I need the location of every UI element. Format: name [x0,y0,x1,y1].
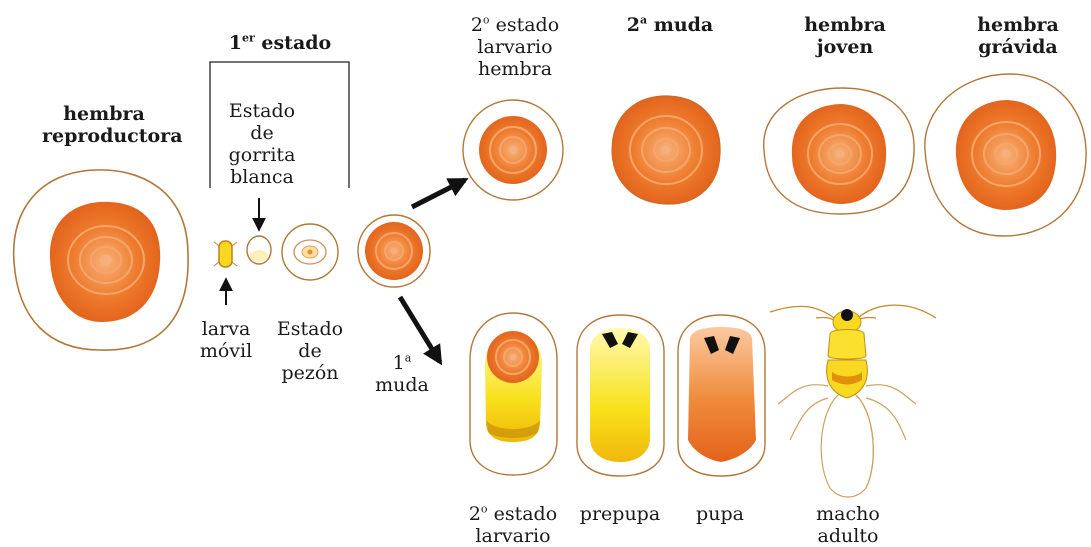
label-line: móvil [194,340,258,362]
mobile-larva-icon [214,241,237,267]
label-line: hembra [968,14,1068,36]
label-pupa: pupa [680,503,760,525]
label-white-cap: Estado de gorrita blanca [214,100,310,188]
label-prepupa: prepupa [570,503,670,525]
label-line: blanca [214,166,310,188]
second-stage-female-scale [463,100,563,200]
young-female-scale [764,88,914,214]
second-larval-male-scale [470,313,557,475]
label-sup: er [242,32,255,45]
label-line: hembra [460,58,570,80]
label-part: estado [255,32,331,54]
label-line: muda [372,374,432,396]
label-part: 1 [393,352,405,374]
gravid-female-scale [925,74,1086,236]
label-nipple-stage: Estado de pezón [272,318,348,384]
label-line: larvario [460,36,570,58]
label-young-female: hembra joven [800,14,890,58]
label-part: 2 [627,14,640,36]
label-reproductive-female: hembra reproductora [42,103,166,147]
label-sup: o [481,503,488,516]
white-cap-scale [247,236,271,264]
label-first-molt: 1a muda [372,352,432,396]
label-line: Estado [272,318,348,340]
reproductive-female-scale [14,170,188,350]
label-line: macho [800,503,896,525]
label-second-stage-female: 2o estado larvario hembra [460,14,570,80]
prepupa-scale [577,315,664,476]
label-adult-male: macho adulto [800,503,896,547]
label-mobile-larva: larva móvil [194,318,258,362]
label-part: 2 [471,14,483,36]
label-line: grávida [968,36,1068,58]
nipple-stage-scale [282,224,338,280]
adult-male-insect [770,305,936,497]
label-line: reproductora [42,125,166,147]
label-line: adulto [800,525,896,547]
label-line: larva [194,318,258,340]
label-part: estado [488,503,558,525]
first-stage-mature-scale [358,215,430,287]
label-line: de [272,340,348,362]
pupa-scale [678,315,765,476]
label-line: joven [800,36,890,58]
second-molt-scale [612,96,720,204]
label-gravid-female: hembra grávida [968,14,1068,58]
label-second-larval-male: 2o estado larvario [458,503,568,547]
label-part: 1 [229,32,242,54]
female-branch-arrow [412,180,465,207]
label-part: estado [490,14,560,36]
label-second-molt: 2a muda [620,14,720,36]
label-part: muda [647,14,713,36]
label-line: hembra [42,103,166,125]
label-line: Estado [214,100,310,122]
label-sup: a [405,352,412,365]
label-first-stage: 1er estado [220,32,340,54]
label-line: pezón [272,362,348,384]
label-part: 2 [469,503,481,525]
label-line: hembra [800,14,890,36]
label-line: de [214,122,310,144]
label-line: larvario [458,525,568,547]
label-line: gorrita [214,144,310,166]
label-sup: o [483,14,490,27]
